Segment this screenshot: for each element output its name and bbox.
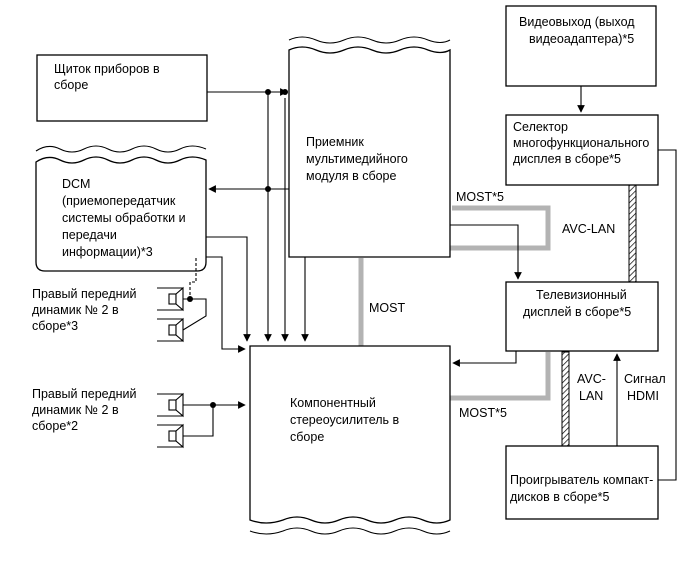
speaker-icon <box>157 392 184 418</box>
speaker-icon <box>157 423 184 449</box>
junction-dot <box>210 402 216 408</box>
wire-speaker-top <box>182 298 207 331</box>
wire-dcm-speaker-dashed <box>189 258 197 300</box>
receiver-block <box>288 46 451 258</box>
cd-player-block <box>505 445 659 520</box>
dcm-wave <box>35 145 207 153</box>
receiver-label: Приемник мультимедийного модуля в сборе <box>306 135 411 183</box>
instrument-panel-block <box>36 54 208 122</box>
amplifier-label: Компонентный стереоусилитель в сборе <box>290 396 403 444</box>
most-bottom-label: MOST*5 <box>459 406 507 420</box>
cd-player-label: Проигрыватель компакт- дисков в сборе*5 <box>510 473 657 504</box>
selector-label: Селектор многофункционального дисплея в … <box>513 120 653 166</box>
most-mid-label: MOST <box>369 301 405 315</box>
speaker-top-label: Правый передний динамик № 2 в сборе*3 <box>32 287 140 333</box>
amplifier-block <box>249 345 451 524</box>
most-top-label: MOST*5 <box>456 190 504 204</box>
video-out-label: Видеовыход (выход видеоадаптера)*5 <box>519 15 638 46</box>
wire-receiver-tv <box>450 224 522 280</box>
wire-dcm-speaker-amp <box>206 256 246 353</box>
junction-dot <box>187 296 193 302</box>
junction-dot <box>265 89 271 95</box>
video-out-block <box>505 5 657 87</box>
most-link-bottom <box>450 352 551 401</box>
wire-tv-amp <box>452 351 517 367</box>
tv-display-block <box>505 281 659 352</box>
wire-right-loop <box>658 149 677 481</box>
speaker-icon <box>157 317 184 343</box>
wire-dcm-amp <box>206 236 251 342</box>
wire-speaker-bottom-2 <box>183 405 214 437</box>
speaker-bottom-label: Правый передний динамик № 2 в сборе*2 <box>32 387 140 433</box>
avc-lan-link-top <box>628 184 637 283</box>
receiver-wave <box>288 36 451 44</box>
selector-block <box>505 114 659 186</box>
hdmi-label: Сигнал HDMI <box>624 372 669 403</box>
instrument-panel-label: Щиток приборов в сборе <box>54 62 163 92</box>
dcm-block <box>35 156 207 272</box>
junction-dot <box>282 89 288 95</box>
tv-display-label: Телевизионный дисплей в сборе*5 <box>523 288 631 319</box>
avc-lan-link-bottom <box>561 351 570 447</box>
avc-lan-bottom-label: AVC- LAN <box>577 372 609 403</box>
avc-lan-top-label: AVC-LAN <box>562 222 615 236</box>
dcm-label: DCM (приемопередатчик системы обработки … <box>62 177 189 259</box>
amplifier-wave <box>249 527 451 535</box>
most-link-top <box>450 205 551 251</box>
junction-dot <box>265 186 271 192</box>
speaker-icon <box>157 286 184 312</box>
